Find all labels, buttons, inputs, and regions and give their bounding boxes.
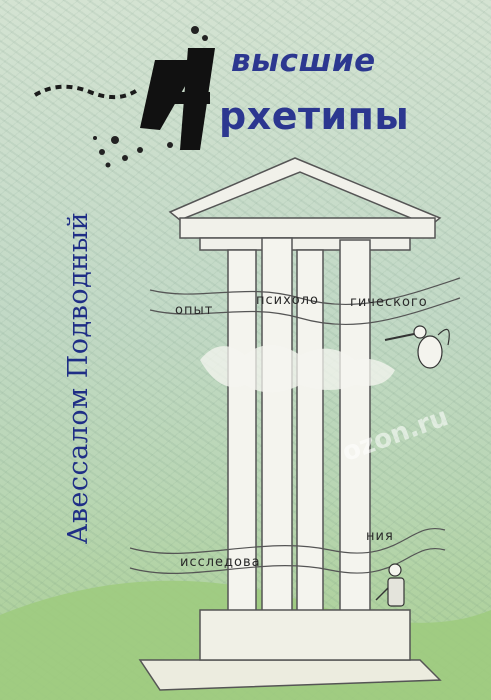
ribbon-text-4: исследова [180,555,261,570]
temple-plinth [138,609,442,691]
ribbon-text-1: опыт [175,303,213,318]
ribbon-text-5: ния [366,529,394,544]
ribbon-text-2: психоло [256,293,319,308]
cloud [200,345,395,393]
title-line-1: высшие [231,43,376,79]
stylised-letter-a-icon [93,26,215,168]
decorative-stroke [33,84,142,100]
angel-figure-icon [384,325,450,369]
temple-columns [227,237,371,681]
ribbon-text-3: гического [350,295,428,310]
small-person-figure-icon [375,563,405,607]
author-name: Авессалом Подводный [63,211,94,545]
title-line-2: рхетипы [219,94,410,138]
temple-roof [168,157,442,251]
